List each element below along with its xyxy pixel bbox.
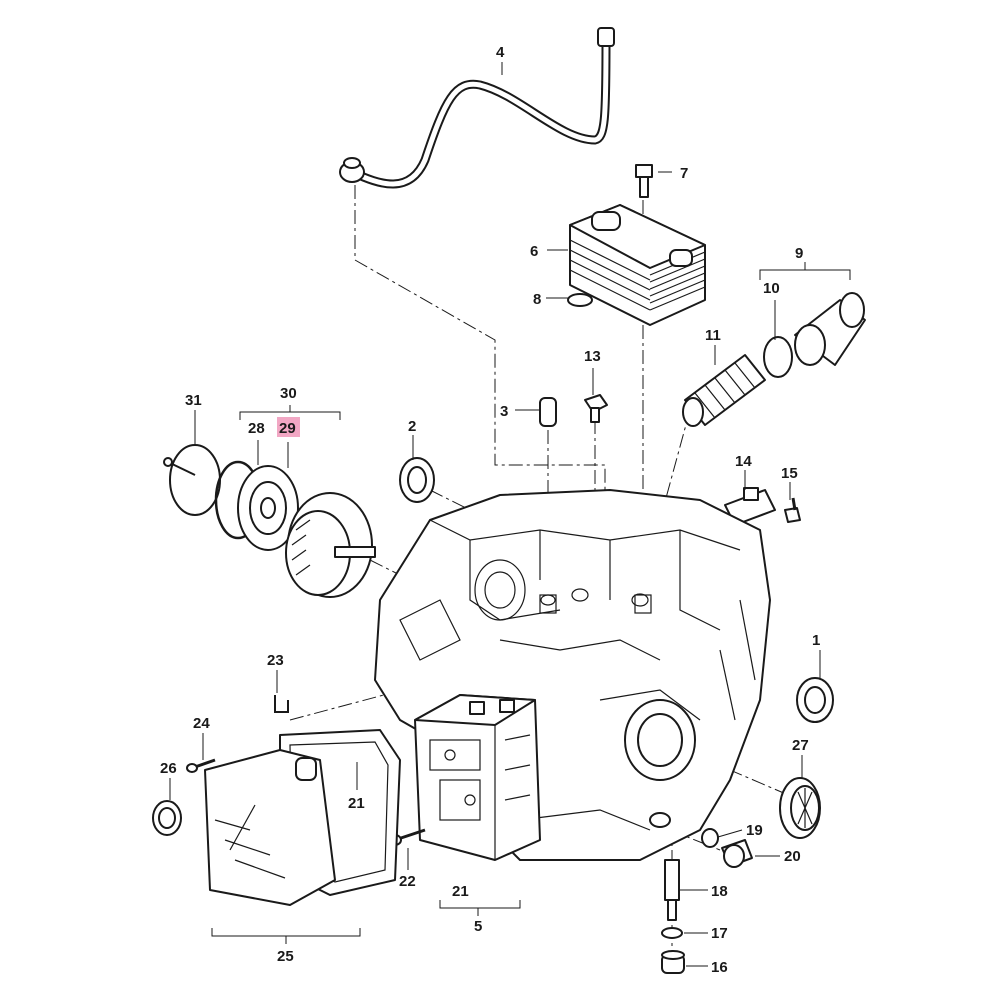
label-part-31[interactable]: 31 xyxy=(185,392,202,409)
oil-pipe-assembly-line xyxy=(354,185,606,520)
bolt-24 xyxy=(186,758,216,773)
leader-lines xyxy=(169,62,851,967)
label-part-1[interactable]: 1 xyxy=(812,632,820,649)
label-part-28[interactable]: 28 xyxy=(248,420,265,437)
label-part-14[interactable]: 14 xyxy=(735,453,752,470)
clutch-drum-30 xyxy=(285,492,376,598)
highlight-part-29 xyxy=(277,417,300,437)
label-part-6[interactable]: 6 xyxy=(530,243,538,260)
label-part-17[interactable]: 17 xyxy=(711,925,728,942)
cover-31 xyxy=(163,444,221,516)
bolt-7 xyxy=(635,164,653,198)
part-labels: 4 7 6 9 10 8 11 13 3 14 15 2 31 30 28 29… xyxy=(160,44,820,976)
label-part-20[interactable]: 20 xyxy=(784,848,801,865)
label-part-30[interactable]: 30 xyxy=(280,385,297,402)
clutch-assembly-line xyxy=(369,559,401,576)
oil-filter-element xyxy=(682,354,766,427)
label-part-18[interactable]: 18 xyxy=(711,883,728,900)
label-part-3[interactable]: 3 xyxy=(500,403,508,420)
label-part-4[interactable]: 4 xyxy=(496,44,505,61)
label-part-10[interactable]: 10 xyxy=(763,280,780,297)
flange-27 xyxy=(779,777,821,839)
label-part-26[interactable]: 26 xyxy=(160,760,177,777)
label-part-29[interactable]: 29 xyxy=(279,420,296,437)
label-part-16[interactable]: 16 xyxy=(711,959,728,976)
oil-cooler xyxy=(567,204,706,326)
o-ring-10 xyxy=(763,336,793,378)
label-part-5[interactable]: 5 xyxy=(474,918,482,935)
label-part-21-upper[interactable]: 21 xyxy=(348,795,365,812)
oil-pipe xyxy=(339,27,615,189)
bolt-15 xyxy=(784,497,801,523)
label-part-27[interactable]: 27 xyxy=(792,737,809,754)
label-part-22[interactable]: 22 xyxy=(399,873,416,890)
label-part-11[interactable]: 11 xyxy=(705,327,721,344)
bolt-13 xyxy=(584,394,608,423)
seal-assembly-line xyxy=(429,489,471,511)
clutch-disc-29 xyxy=(237,465,299,551)
valve-body xyxy=(414,694,541,861)
plug-26 xyxy=(152,800,182,836)
seal-1 xyxy=(796,677,834,723)
label-part-25[interactable]: 25 xyxy=(277,948,294,965)
label-part-19[interactable]: 19 xyxy=(746,822,763,839)
label-part-9[interactable]: 9 xyxy=(795,245,803,262)
label-part-13[interactable]: 13 xyxy=(584,348,601,365)
label-part-15[interactable]: 15 xyxy=(781,465,798,482)
label-part-23[interactable]: 23 xyxy=(267,652,284,669)
label-part-7[interactable]: 7 xyxy=(680,165,688,182)
sleeve-3 xyxy=(539,397,557,427)
filter-housing xyxy=(794,292,866,366)
label-part-2[interactable]: 2 xyxy=(408,418,416,435)
seal-17 xyxy=(661,927,683,939)
oil-pan xyxy=(204,749,336,906)
overflow-tube-18 xyxy=(664,859,680,921)
clip-23 xyxy=(274,695,289,713)
seal-19 xyxy=(701,828,719,848)
plug-20 xyxy=(721,839,753,868)
label-part-21-lower[interactable]: 21 xyxy=(452,883,469,900)
label-part-8[interactable]: 8 xyxy=(533,291,541,308)
drain-plug-16 xyxy=(661,950,685,974)
label-part-24[interactable]: 24 xyxy=(193,715,210,732)
seal-2 xyxy=(399,457,435,503)
